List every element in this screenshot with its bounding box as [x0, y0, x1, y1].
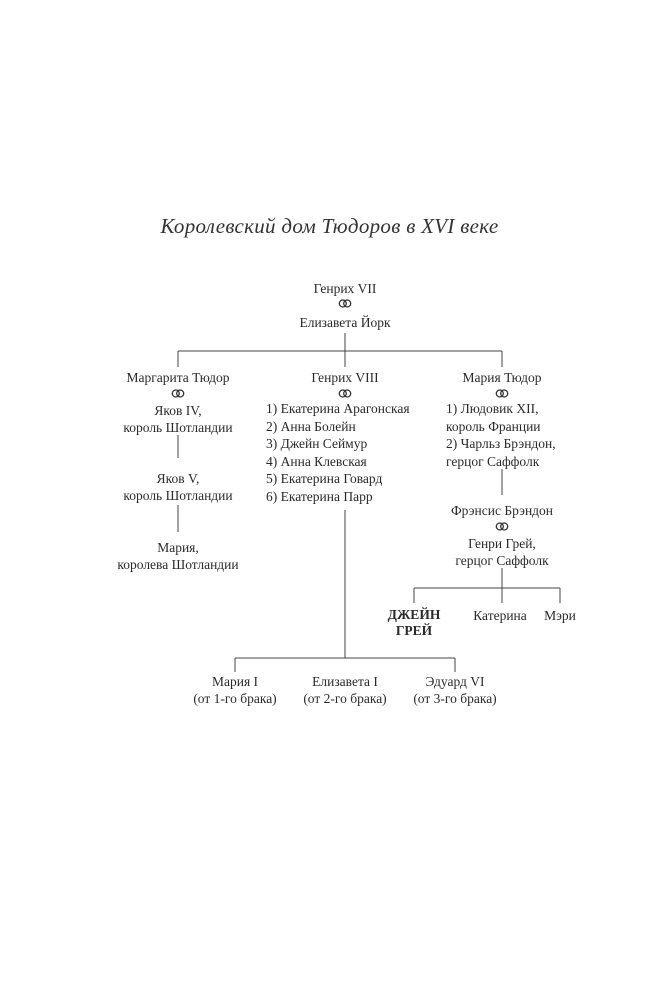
- margaret-name: Маргарита Тюдор: [126, 370, 230, 385]
- henry-grey-line1: Генри Грей,: [468, 536, 536, 551]
- child-elizabeth1-name: Елизавета I: [312, 674, 378, 689]
- margaret-spouse-line2: король Шотландии: [123, 420, 233, 435]
- marriage-rings-icon: [495, 522, 509, 531]
- mary-tudor-spouses: 1) Людовик XII, король Франции 2) Чарльз…: [446, 400, 556, 470]
- henry8-name: Генрих VIII: [311, 370, 379, 385]
- spouse-line: король Франции: [446, 418, 541, 434]
- spouse-line: 2) Чарльз Брэндон,: [446, 436, 556, 452]
- wife-item: 1) Екатерина Арагонская: [266, 401, 410, 416]
- marriage-rings-icon: [338, 389, 352, 398]
- mary-qos-line2: королева Шотландии: [117, 557, 239, 572]
- marriage-rings-icon: [171, 389, 185, 398]
- wife-item: 6) Екатерина Парр: [266, 488, 373, 504]
- henry8-wives-list: 1) Екатерина Арагонская 2) Анна Болейн 3…: [266, 400, 410, 506]
- jane-grey-line2: ГРЕЙ: [395, 623, 433, 638]
- spouse-line: герцог Саффолк: [446, 453, 540, 469]
- katherine-grey: Катерина: [473, 608, 527, 623]
- mary-grey: Мэри: [544, 608, 576, 623]
- child-mary1: Мария I (от 1-го брака): [193, 673, 276, 707]
- jane-grey-line1: ДЖЕЙН: [387, 607, 441, 622]
- mary-tudor-name: Мария Тюдор: [462, 370, 542, 385]
- root-spouse: Елизавета Йорк: [299, 315, 391, 330]
- henry-grey: Генри Грей, герцог Саффолк: [455, 535, 548, 569]
- child-elizabeth1: Елизавета I (от 2-го брака): [303, 673, 386, 707]
- margaret-spouse: Яков IV, король Шотландии: [123, 402, 232, 436]
- henry-grey-line2: герцог Саффолк: [455, 553, 549, 568]
- child-mary1-note: (от 1-го брака): [193, 691, 277, 706]
- mary-queen-of-scots: Мария, королева Шотландии: [117, 539, 238, 573]
- marriage-rings-icon: [338, 299, 352, 308]
- james5-line1: Яков V,: [156, 471, 200, 486]
- child-elizabeth1-note: (от 2-го брака): [303, 691, 387, 706]
- james5: Яков V, король Шотландии: [123, 470, 232, 504]
- mary-qos-line1: Мария,: [157, 540, 199, 555]
- wife-item: 4) Анна Клевская: [266, 453, 367, 469]
- child-mary1-name: Мария I: [211, 674, 259, 689]
- child-edward6-note: (от 3-го брака): [413, 691, 497, 706]
- wife-item: 2) Анна Болейн: [266, 418, 356, 434]
- wife-item: 3) Джейн Сеймур: [266, 436, 368, 452]
- root-name: Генрих VII: [313, 281, 377, 296]
- margaret-spouse-line1: Яков IV,: [154, 403, 202, 418]
- james5-line2: король Шотландии: [123, 488, 233, 503]
- wife-item: 5) Екатерина Говард: [266, 471, 383, 487]
- child-edward6-name: Эдуард VI: [425, 674, 485, 689]
- jane-grey: ДЖЕЙН ГРЕЙ: [388, 607, 441, 639]
- spouse-line: 1) Людовик XII,: [446, 401, 539, 416]
- frances-brandon: Фрэнсис Брэндон: [450, 503, 554, 518]
- marriage-rings-icon: [495, 389, 509, 398]
- child-edward6: Эдуард VI (от 3-го брака): [413, 673, 496, 707]
- page-title: Королевский дом Тюдоров в XVI веке: [160, 214, 499, 238]
